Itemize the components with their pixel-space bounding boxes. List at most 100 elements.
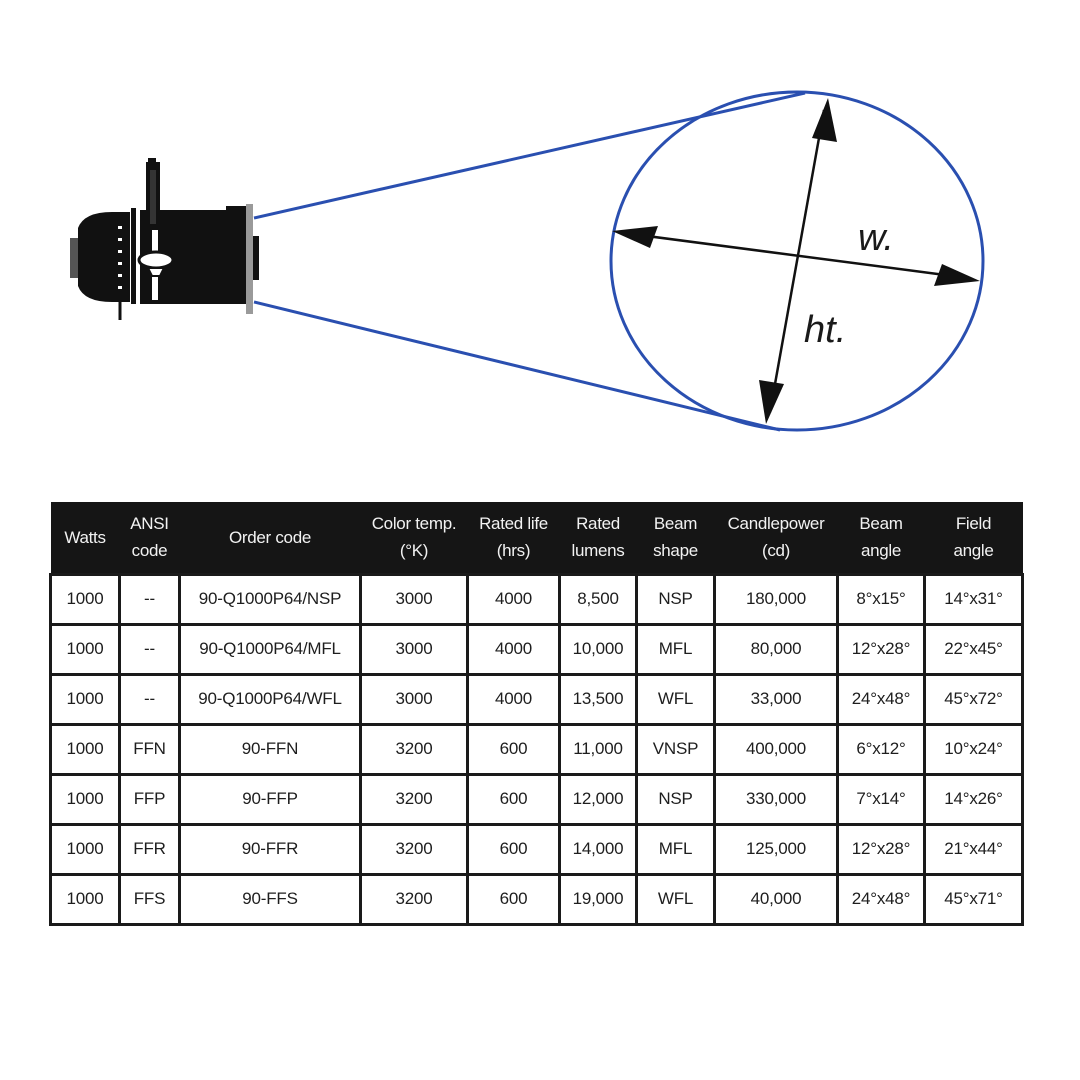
cell-color-temp: 3200 [359, 722, 469, 776]
cell-candlepower: 180,000 [713, 572, 839, 626]
cell-color-temp: 3200 [359, 822, 469, 876]
height-arrow-top-head [812, 98, 837, 142]
width-arrow-icon [623, 231, 969, 280]
cell-ansi-code: -- [118, 572, 181, 626]
cell-beam-angle: 7°x14° [836, 772, 926, 826]
cell-watts: 1000 [49, 722, 121, 776]
spotlight-fixture-icon [70, 158, 259, 320]
cell-order-code: 90-FFN [178, 722, 362, 776]
cell-watts: 1000 [49, 572, 121, 626]
cell-rated-life: 600 [466, 722, 561, 776]
cell-field-angle: 14°x26° [923, 772, 1024, 826]
beam-upper-edge [253, 91, 806, 220]
header-rated-life: Rated life(hrs) [468, 502, 560, 574]
cell-watts: 1000 [49, 872, 121, 926]
width-arrow-right-head [934, 264, 980, 286]
cell-beam-shape: VNSP [635, 722, 716, 776]
cell-ansi-code: -- [118, 672, 181, 726]
cell-color-temp: 3200 [359, 872, 469, 926]
cell-order-code: 90-FFR [178, 822, 362, 876]
header-rated-lumens-line: Rated [576, 514, 620, 534]
header-ansi-code: ANSI code [120, 502, 180, 574]
cell-candlepower: 330,000 [713, 772, 839, 826]
cell-beam-shape: WFL [635, 872, 716, 926]
cell-watts: 1000 [49, 672, 121, 726]
cell-ansi-code: FFN [118, 722, 181, 776]
height-arrow-icon [768, 109, 826, 413]
cell-ansi-code: FFP [118, 772, 181, 826]
beam-diagram: w. ht. [70, 90, 985, 432]
cell-beam-angle: 6°x12° [836, 722, 926, 776]
header-color-temp-line: (°K) [399, 541, 429, 561]
height-arrow-bottom-head [759, 380, 784, 424]
height-label: ht. [804, 309, 846, 351]
cell-order-code: 90-Q1000P64/WFL [178, 672, 362, 726]
cell-beam-angle: 24°x48° [836, 872, 926, 926]
cell-field-angle: 45°x72° [923, 672, 1024, 726]
cell-ansi-code: FFS [118, 872, 181, 926]
header-order-code: Order code [180, 502, 361, 574]
width-arrow-left-head [612, 226, 658, 248]
cell-beam-angle: 12°x28° [836, 822, 926, 876]
cell-beam-angle: 12°x28° [836, 622, 926, 676]
header-beam-shape: Beam shape [637, 502, 715, 574]
cell-candlepower: 125,000 [713, 822, 839, 876]
width-label: w. [858, 217, 894, 259]
cell-rated-lumens: 10,000 [558, 622, 638, 676]
header-beam-angle-line: angle [860, 541, 902, 561]
cell-rated-life: 4000 [466, 572, 561, 626]
cell-rated-life: 600 [466, 822, 561, 876]
header-beam-angle-line: Beam [859, 514, 903, 534]
header-beam-shape-line: shape [653, 541, 698, 561]
beam-field-ellipse [609, 90, 985, 432]
header-rated-lumens-line: lumens [571, 541, 625, 561]
header-field-angle-line: Field [955, 514, 992, 534]
header-color-temp-line: Color temp. [371, 514, 457, 534]
cell-rated-lumens: 13,500 [558, 672, 638, 726]
cell-field-angle: 14°x31° [923, 572, 1024, 626]
cell-rated-lumens: 11,000 [558, 722, 638, 776]
cell-rated-lumens: 14,000 [558, 822, 638, 876]
header-beam-shape-line: Beam [653, 514, 698, 534]
cell-beam-shape: WFL [635, 672, 716, 726]
cell-beam-angle: 8°x15° [836, 572, 926, 626]
header-candlepower: Candlepower(cd) [715, 502, 838, 574]
header-watts-line: Watts [64, 527, 106, 547]
header-candlepower-line: (cd) [761, 541, 791, 561]
cell-candlepower: 80,000 [713, 622, 839, 676]
cell-color-temp: 3000 [359, 572, 469, 626]
header-order-code-line: Order code [228, 527, 312, 547]
header-beam-angle: Beam angle [838, 502, 925, 574]
beam-lower-edge [253, 300, 781, 432]
cell-ansi-code: -- [118, 622, 181, 676]
cell-rated-life: 600 [466, 872, 561, 926]
header-watts: Watts [51, 502, 120, 574]
header-ansi-code-line: ANSI [130, 514, 169, 534]
lamp-spec-table: Watts ANSI code Order code Color temp. (°K) Ra… [49, 502, 1024, 926]
header-color-temp: Color temp. (°K) [361, 502, 468, 574]
header-rated-life-line: Rated life [479, 514, 548, 534]
cell-beam-angle: 24°x48° [836, 672, 926, 726]
cell-color-temp: 3200 [359, 772, 469, 826]
header-ansi-code-line: code [131, 541, 168, 561]
cell-field-angle: 21°x44° [923, 822, 1024, 876]
cell-beam-shape: NSP [635, 772, 716, 826]
cell-rated-life: 4000 [466, 622, 561, 676]
cell-field-angle: 10°x24° [923, 722, 1024, 776]
cell-field-angle: 45°x71° [923, 872, 1024, 926]
table-header-row: Watts ANSI code Order code Color temp. (°K) Ra… [50, 502, 1023, 574]
cell-rated-life: 4000 [466, 672, 561, 726]
cell-color-temp: 3000 [359, 672, 469, 726]
cell-rated-life: 600 [466, 772, 561, 826]
cell-field-angle: 22°x45° [923, 622, 1024, 676]
cell-candlepower: 33,000 [713, 672, 839, 726]
cell-watts: 1000 [49, 622, 121, 676]
cell-rated-lumens: 8,500 [558, 572, 638, 626]
